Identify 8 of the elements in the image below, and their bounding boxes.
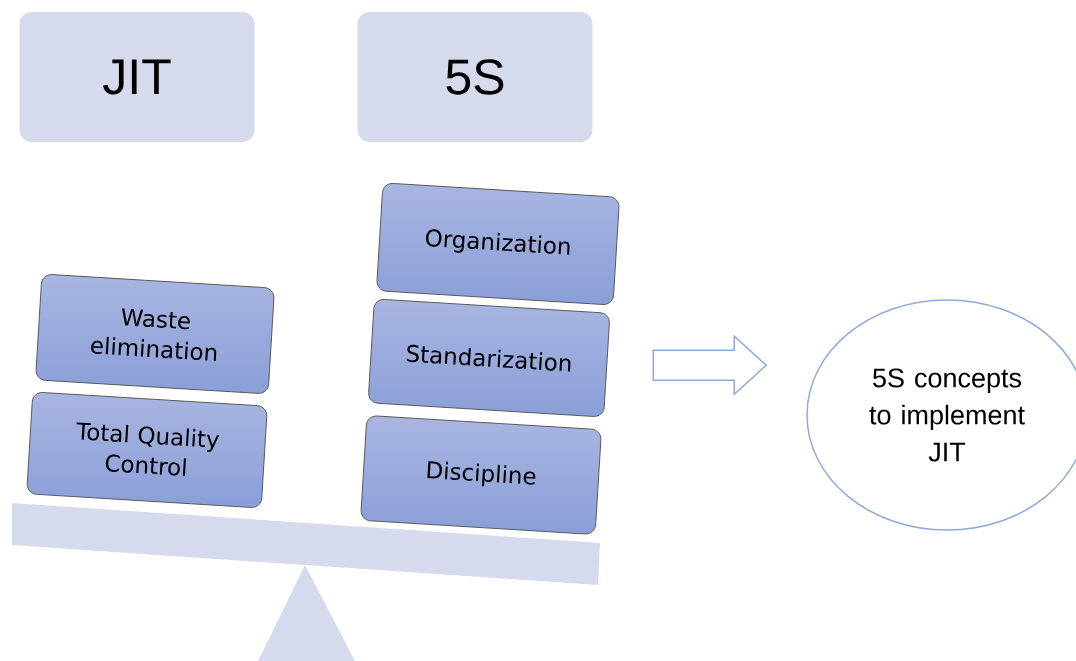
block-box: Discipline <box>360 415 602 535</box>
block-box: Standarization <box>368 299 610 417</box>
block-arrow <box>652 334 768 396</box>
block-box: Waste elimination <box>35 274 275 394</box>
heading-box: 5S <box>357 12 593 142</box>
block-box: Organization <box>376 182 620 305</box>
block-box: Total Quality Control <box>26 392 268 508</box>
heading-box: JIT <box>19 12 255 142</box>
